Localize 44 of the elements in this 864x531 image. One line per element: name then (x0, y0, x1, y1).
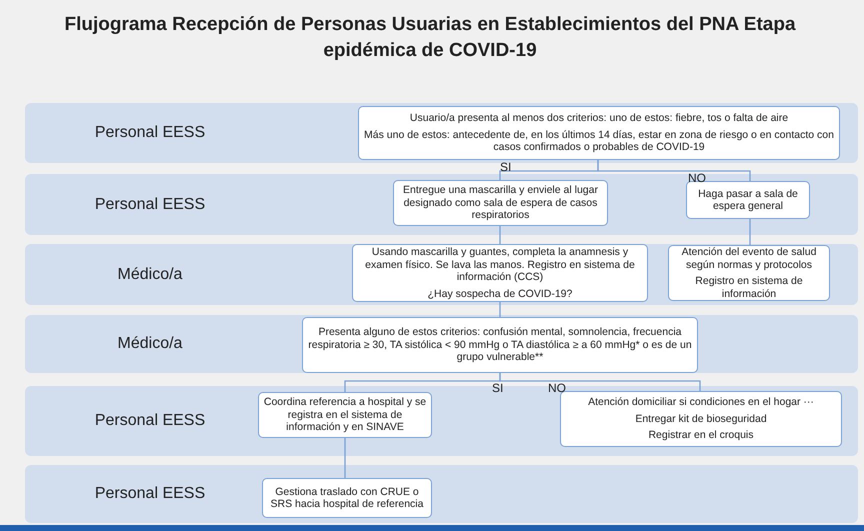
lane-label: Personal EESS (94, 412, 206, 430)
box-text: Entregar kit de bioseguridad (635, 412, 767, 426)
connector-line (344, 438, 346, 478)
connector-line (749, 219, 751, 245)
connector-line (499, 302, 501, 317)
process-box (560, 391, 842, 447)
lane-label: Personal EESS (94, 485, 206, 503)
lane-band (25, 244, 858, 305)
box-text: Coordina referencia a hospital y se registra en el sistema de información y en SINAVE (263, 396, 427, 434)
lane-band (25, 103, 858, 163)
edge-label: NO (688, 172, 706, 185)
box-text: Registrar en el croquis (648, 429, 754, 442)
process-box (358, 106, 840, 160)
box-text: ¿Hay sospecha de COVID-19? (428, 288, 572, 300)
process-box (262, 478, 432, 518)
edge-label: SI (492, 382, 504, 395)
process-box (352, 244, 648, 302)
lane-label: Personal EESS (94, 124, 206, 142)
connector-line (597, 160, 751, 181)
edge-label: SI (500, 161, 512, 174)
connector-line (499, 226, 501, 244)
diagram-title: Flujograma Recepción de Personas Usuarias en Establecimientos del PNA Etapa epidémica de COVID-19 (63, 13, 797, 63)
box-text: Atención del evento de salud según normas y protocolos (680, 246, 818, 271)
lane-label: Personal EESS (94, 196, 206, 214)
box-text: Registro en sistema de información (694, 275, 804, 300)
box-text: Haga pasar a sala de espera general (697, 188, 799, 212)
process-box (668, 245, 830, 301)
box-text: Usuario/a presenta al menos dos criterios: uno de estos: fiebre, tos o falta de aire (410, 112, 788, 125)
connector-line (499, 373, 701, 391)
lane-band (25, 315, 858, 373)
box-text: Atención domiciliar si condiciones en el hogar ··· (588, 396, 814, 409)
edge-label: NO (548, 382, 566, 395)
lane-label: Médico/a (118, 335, 182, 353)
process-box (302, 317, 698, 373)
box-text: Gestiona traslado con CRUE o SRS hacia hospital de referencia (270, 486, 424, 510)
lane-band (25, 174, 858, 235)
process-box (393, 180, 608, 226)
box-text: Más uno de estos: antecedente de, en los últimos 14 días, estar en zona de riesgo o en contacto con casos confirmados o probables de COVID-19 (363, 128, 835, 154)
process-box (686, 181, 810, 219)
lane-band (25, 465, 858, 523)
box-text: Usando mascarilla y guantes, completa la anamnesis y examen físico. Se lava las manos. Registro en sistema de información (CCS) (364, 246, 636, 284)
box-text: Entregue una mascarilla y enviele al lugar designado como sala de espera de casos respiratorios (402, 184, 599, 222)
lane-label: Médico/a (118, 266, 182, 284)
box-text: Presenta alguno de estos criterios: confusión mental, somnolencia, frecuencia respiratoria ≥ 30, TA sistólica < 90 mmHg o TA diastólica ≥ a 60 mmHg* o es de un grupo vulnerable** (307, 326, 693, 364)
